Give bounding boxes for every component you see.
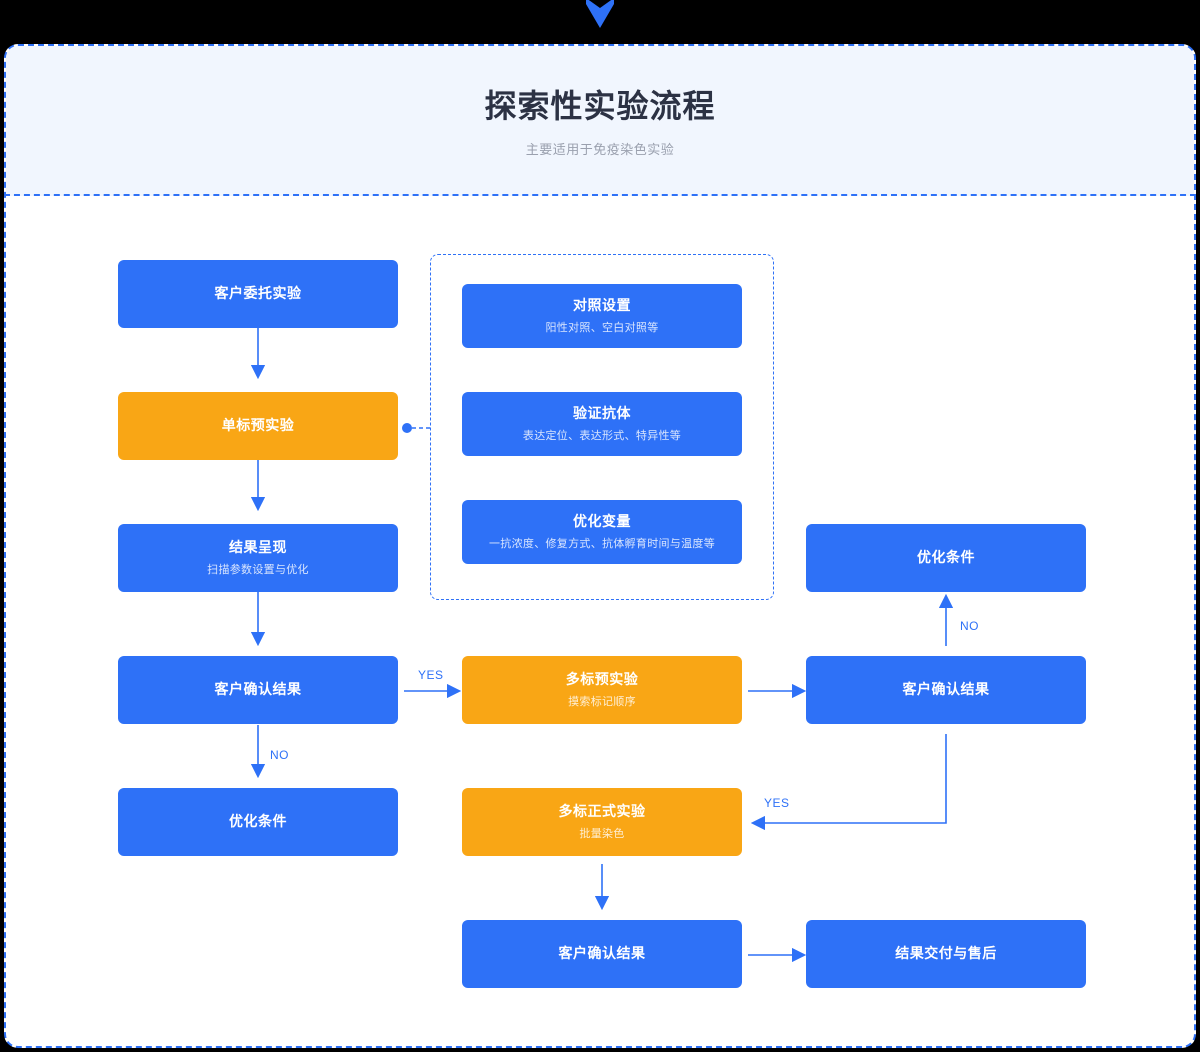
top-black-strip: [0, 0, 1200, 44]
node-subtitle: 扫描参数设置与优化: [207, 564, 309, 577]
edge-label-no-left: NO: [270, 748, 289, 762]
node-subtitle: 阳性对照、空白对照等: [545, 322, 659, 335]
node-client-confirm-2[interactable]: 客户确认结果: [806, 656, 1086, 724]
node-title: 结果交付与售后: [895, 945, 997, 962]
node-optimize-variables[interactable]: 优化变量 一抗浓度、修复方式、抗体孵育时间与温度等: [462, 500, 742, 564]
node-title: 客户确认结果: [558, 945, 646, 962]
node-result-presentation[interactable]: 结果呈现 扫描参数设置与优化: [118, 524, 398, 592]
node-title: 验证抗体: [573, 404, 631, 421]
panel-header: 探索性实验流程 主要适用于免疫染色实验: [6, 46, 1194, 196]
page-title: 探索性实验流程: [484, 87, 716, 124]
node-subtitle: 表达定位、表达形式、特异性等: [522, 430, 682, 443]
node-optimize-conditions-2[interactable]: 优化条件: [806, 524, 1086, 592]
node-subtitle: 批量染色: [579, 828, 625, 841]
node-title: 客户确认结果: [214, 681, 302, 698]
detail-group-container: [430, 254, 774, 600]
node-client-confirm-1[interactable]: 客户确认结果: [118, 656, 398, 724]
node-validate-antibody[interactable]: 验证抗体 表达定位、表达形式、特异性等: [462, 392, 742, 456]
node-title: 客户委托实验: [214, 285, 302, 302]
node-subtitle: 摸索标记顺序: [568, 696, 636, 709]
edge-label-yes-right: YES: [764, 796, 790, 810]
node-client-commission[interactable]: 客户委托实验: [118, 260, 398, 328]
node-delivery-aftersales[interactable]: 结果交付与售后: [806, 920, 1086, 988]
node-title: 优化变量: [573, 512, 631, 529]
edge-label-yes-left: YES: [418, 668, 444, 682]
edge-label-no-right: NO: [960, 619, 979, 633]
chevron-down-icon: [586, 0, 614, 28]
node-subtitle: 一抗浓度、修复方式、抗体孵育时间与温度等: [489, 538, 715, 551]
connector-dot: [402, 423, 412, 433]
node-client-confirm-3[interactable]: 客户确认结果: [462, 920, 742, 988]
node-title: 结果呈现: [229, 538, 287, 555]
node-optimize-conditions-1[interactable]: 优化条件: [118, 788, 398, 856]
node-title: 对照设置: [573, 296, 631, 313]
node-single-label-pilot[interactable]: 单标预实验: [118, 392, 398, 460]
node-title: 优化条件: [229, 813, 287, 830]
node-title: 多标正式实验: [558, 802, 646, 819]
flow-canvas: YES NO NO YES 客户委托实验 单标预实验 结果呈现 扫描参数设置与优…: [6, 46, 1194, 1046]
node-multi-label-pilot[interactable]: 多标预实验 摸索标记顺序: [462, 656, 742, 724]
node-title: 客户确认结果: [902, 681, 990, 698]
node-multi-label-formal[interactable]: 多标正式实验 批量染色: [462, 788, 742, 856]
node-control-setup[interactable]: 对照设置 阳性对照、空白对照等: [462, 284, 742, 348]
node-title: 单标预实验: [221, 417, 295, 434]
node-title: 优化条件: [917, 549, 975, 566]
node-title: 多标预实验: [565, 670, 639, 687]
page-subtitle: 主要适用于免疫染色实验: [525, 141, 675, 157]
flowchart-panel: 探索性实验流程 主要适用于免疫染色实验: [4, 44, 1196, 1048]
